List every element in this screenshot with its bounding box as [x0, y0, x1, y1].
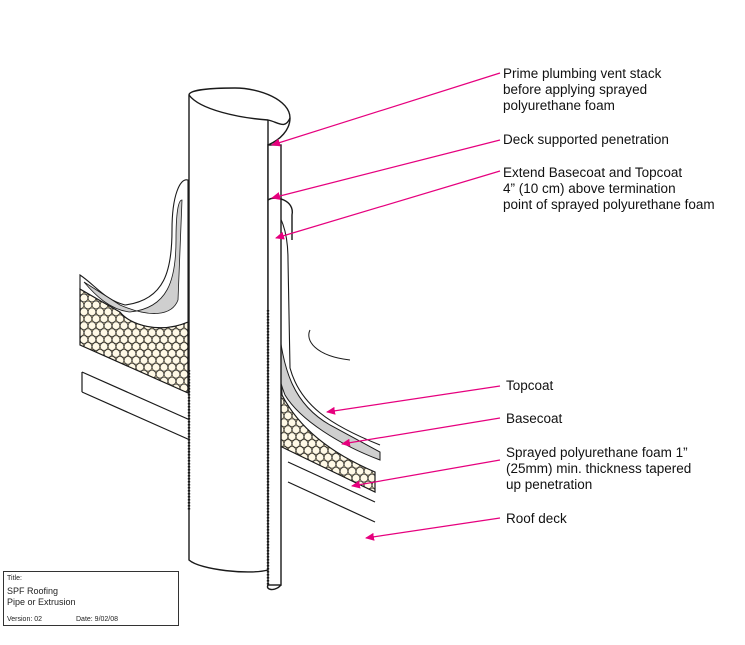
title-label: Title:	[7, 575, 22, 582]
date-label: Date: 9/02/08	[76, 616, 119, 623]
title-line-1: SPF Roofing	[7, 586, 59, 596]
leader-basecoat	[341, 417, 501, 447]
coating-left	[79, 179, 189, 329]
callout-extend-coats: Extend Basecoat and Topcoat 4” (10 cm) a…	[503, 165, 715, 212]
callout-basecoat: Basecoat	[506, 411, 563, 426]
callout-sprayed-foam: Sprayed polyurethane foam 1” (25mm) min.…	[506, 445, 692, 492]
title-block: Title: SPF Roofing Pipe or Extrusion Ver…	[3, 571, 179, 626]
leader-roof-deck	[365, 517, 501, 541]
callout-deck-supported: Deck supported penetration	[503, 132, 669, 147]
callout-topcoat: Topcoat	[506, 378, 554, 393]
vent-stack	[187, 87, 293, 591]
callout-roof-deck: Roof deck	[506, 511, 567, 526]
leader-lines	[271, 72, 501, 541]
foam-layer-right	[267, 314, 376, 493]
version-label: Version: 02	[7, 616, 43, 623]
title-line-2: Pipe or Extrusion	[7, 597, 76, 607]
leader-deck-supported	[271, 139, 501, 200]
leader-topcoat	[326, 385, 501, 415]
leader-foam	[351, 459, 501, 489]
leader-extend	[275, 170, 501, 240]
roof-deck	[81, 371, 376, 523]
callout-prime-vent-stack: Prime plumbing vent stack before applyin…	[503, 66, 662, 113]
leader-prime	[271, 72, 501, 147]
